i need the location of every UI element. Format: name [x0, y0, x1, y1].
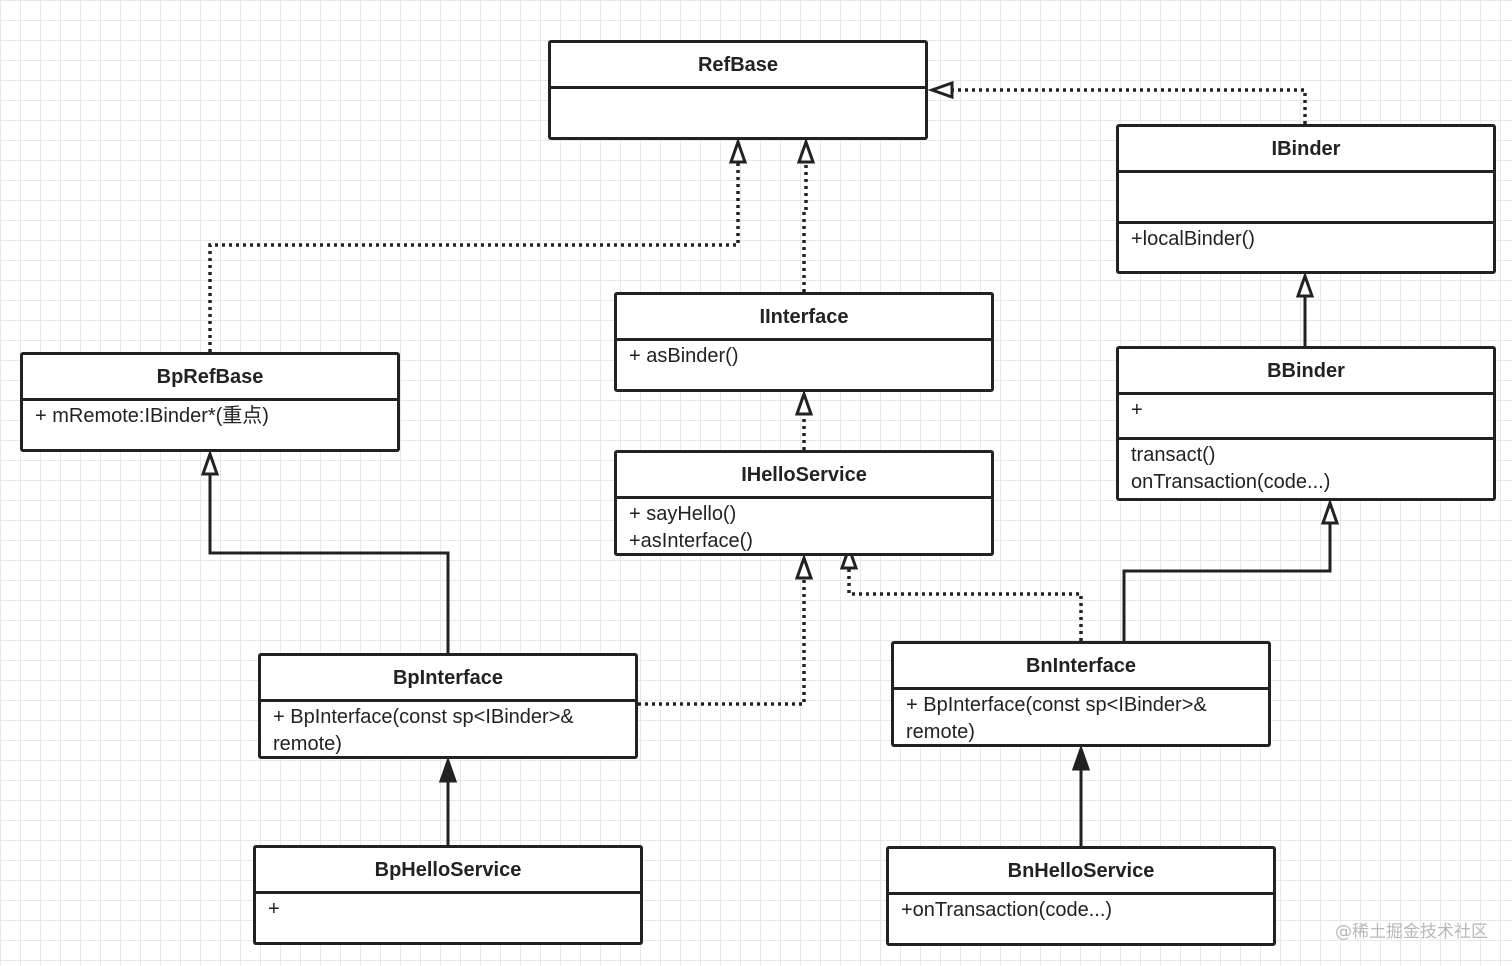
class-bphelloservice[interactable]: BpHelloService + — [253, 845, 643, 945]
arrow-head — [200, 449, 220, 476]
class-section: + BpInterface(const sp<IBinder>& remote) — [261, 702, 635, 760]
arrow-head — [794, 553, 814, 580]
member-line: + BpInterface(const sp<IBinder>& — [273, 706, 574, 728]
relation-bpinterface-to-bprefbase — [200, 449, 450, 653]
relation-iinterface-to-refbase — [796, 137, 816, 292]
member-line: + mRemote:IBinder*(重点) — [35, 405, 269, 427]
class-bpinterface[interactable]: BpInterface+ BpInterface(const sp<IBinde… — [258, 653, 638, 759]
class-section: + BpInterface(const sp<IBinder>& remote) — [894, 690, 1268, 748]
class-bnhelloservice[interactable]: BnHelloService +onTransaction(code...) — [886, 846, 1276, 946]
relation-bnhelloservice-to-bninterface — [1071, 744, 1091, 846]
relation-line — [847, 568, 1083, 641]
class-section: + mRemote:IBinder*(重点) — [23, 401, 397, 449]
arrow-head — [839, 543, 859, 570]
arrow-head — [794, 389, 814, 416]
class-bninterface[interactable]: BnInterface+ BpInterface(const sp<IBinde… — [891, 641, 1271, 747]
arrow-head — [796, 137, 816, 164]
member-line: +asInterface() — [629, 530, 753, 552]
relation-bprefbase-to-refbase — [208, 137, 748, 352]
relation-bbinder-to-ibinder — [1295, 271, 1315, 346]
member-line: transact() — [1131, 444, 1216, 466]
class-section: transact() onTransaction(code...) — [1119, 437, 1493, 498]
relation-ihelloservice-to-iinterface — [794, 389, 814, 450]
member-line: remote) — [273, 733, 342, 755]
member-line: remote) — [906, 721, 975, 743]
relation-line — [802, 162, 808, 292]
class-name: IInterface — [617, 295, 991, 341]
class-refbase[interactable]: RefBase — [548, 40, 928, 140]
member-line: + — [1131, 399, 1143, 421]
class-section: + — [256, 894, 640, 942]
class-section: +onTransaction(code...) — [889, 895, 1273, 943]
member-line: +localBinder() — [1131, 227, 1255, 250]
relation-bninterface-to-bbinder — [1122, 498, 1340, 641]
class-section: + sayHello() +asInterface() — [617, 499, 991, 557]
class-name: BpInterface — [261, 656, 635, 702]
arrow-head — [1071, 744, 1091, 771]
class-section — [1119, 173, 1493, 221]
class-ihelloservice[interactable]: IHelloService + sayHello() +asInterface() — [614, 450, 994, 556]
class-iinterface[interactable]: IInterface + asBinder() — [614, 292, 994, 392]
arrow-head — [1295, 271, 1315, 298]
watermark: @稀土掘金技术社区 — [1335, 922, 1488, 942]
class-name: IHelloService — [617, 453, 991, 499]
relation-bphelloservice-to-bpinterface — [438, 756, 458, 845]
class-section — [551, 89, 925, 137]
relation-bpinterface-to-ihelloservice — [638, 553, 814, 706]
member-line: + sayHello() — [629, 503, 737, 525]
arrow-head — [1320, 498, 1340, 525]
class-name: BnHelloService — [889, 849, 1273, 895]
class-name: BnInterface — [894, 644, 1268, 690]
member-line: +onTransaction(code...) — [901, 899, 1113, 921]
class-ibinder[interactable]: IBinder +localBinder() — [1116, 124, 1496, 274]
arrow-head — [728, 137, 748, 164]
member-line: + — [268, 898, 280, 920]
class-section: + — [1119, 395, 1493, 437]
relation-line — [208, 162, 740, 352]
class-section: +localBinder() — [1119, 220, 1493, 272]
relation-bninterface-to-ihelloservice — [839, 543, 1083, 641]
member-line: + BpInterface(const sp<IBinder>& — [906, 694, 1207, 716]
relation-line — [208, 474, 450, 653]
relation-line — [1122, 523, 1332, 641]
member-line: onTransaction(code...) — [1131, 471, 1331, 493]
relation-ibinder-to-refbase — [927, 80, 1307, 124]
relation-line — [952, 88, 1307, 124]
class-name: BpRefBase — [23, 355, 397, 401]
arrow-head — [927, 80, 954, 100]
relation-line — [638, 578, 806, 706]
arrow-head — [438, 756, 458, 783]
class-name: BpHelloService — [256, 848, 640, 894]
class-name: RefBase — [551, 43, 925, 89]
class-section: + asBinder() — [617, 341, 991, 389]
class-bprefbase[interactable]: BpRefBase + mRemote:IBinder*(重点) — [20, 352, 400, 452]
class-bbinder[interactable]: BBinder + transact() onTransaction(code...) — [1116, 346, 1496, 501]
class-name: BBinder — [1119, 349, 1493, 395]
member-line: + asBinder() — [629, 345, 739, 367]
class-name: IBinder — [1119, 127, 1493, 173]
